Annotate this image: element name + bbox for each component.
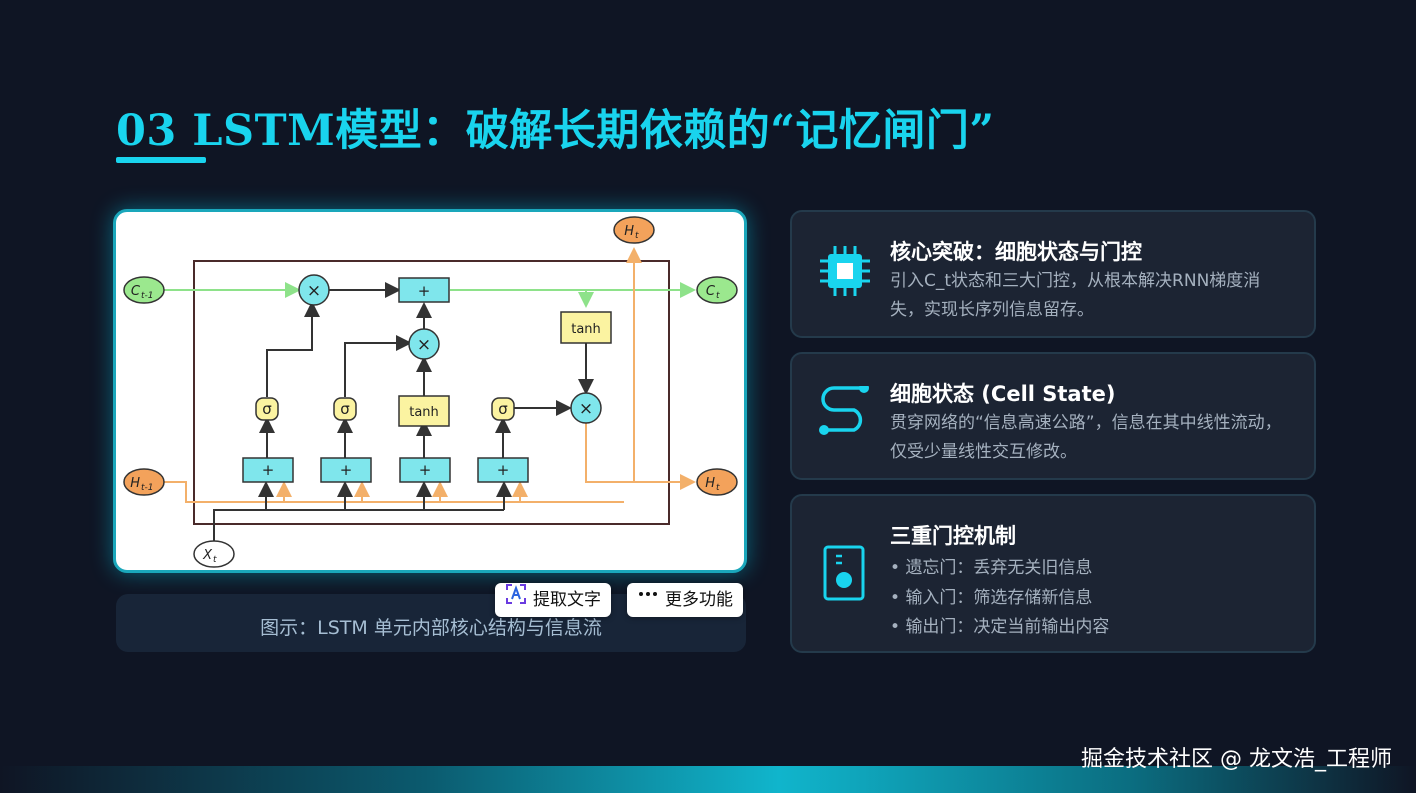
extract-text-label: 提取文字 bbox=[533, 590, 601, 610]
output-multiply-symbol: × bbox=[579, 399, 593, 419]
candidate-tanh-label: tanh bbox=[409, 405, 439, 420]
input-x: X t bbox=[193, 540, 235, 568]
forget-gate-symbol: σ bbox=[262, 400, 272, 418]
forget-multiply-symbol: × bbox=[307, 281, 321, 301]
cell-input-sub: t-1 bbox=[141, 291, 154, 301]
bullet-text: 输入门：筛选存储新信息 bbox=[905, 588, 1093, 608]
output-gate-sigma: σ bbox=[491, 397, 515, 421]
input-sum-symbol: + bbox=[340, 461, 353, 479]
page-title: 03 LSTM模型：破解长期依赖的“记忆闸门” bbox=[116, 106, 995, 156]
cell-output-sub: t bbox=[716, 291, 720, 301]
candidate-tanh: tanh bbox=[398, 395, 450, 427]
cell-plus-symbol: + bbox=[418, 282, 431, 300]
cell-plus-node bbox=[398, 277, 450, 303]
footer-bar bbox=[0, 766, 1416, 793]
cell-state-output: C t bbox=[696, 276, 738, 304]
candidate-sum-symbol: + bbox=[419, 461, 432, 479]
output-sum-symbol: + bbox=[497, 461, 510, 479]
forget-gate-sigma: σ bbox=[255, 397, 279, 421]
text-scan-icon bbox=[505, 583, 527, 617]
output-multiply-node bbox=[570, 392, 602, 424]
card-title: 核心突破：细胞状态与门控 bbox=[890, 240, 1142, 264]
forget-sum-symbol: + bbox=[262, 461, 275, 479]
hidden-state-output: H t bbox=[696, 468, 738, 496]
watermark: 掘金技术社区 @ 龙文浩_工程师 bbox=[1081, 747, 1392, 772]
caption-text: 图示：LSTM 单元内部核心结构与信息流 bbox=[260, 617, 602, 639]
card-body: 引入C_t状态和三大门控，从根本解决RNN梯度消失，实现长序列信息留存。 bbox=[890, 271, 1261, 320]
hidden-state-top-output: H t bbox=[613, 216, 655, 244]
card-body: 贯穿网络的“信息高速公路”，信息在其中线性流动，仅受少量线性交互修改。 bbox=[890, 413, 1282, 462]
lstm-diagram-panel: × × × + tanh σ σ tanh σ + + bbox=[113, 209, 747, 573]
tanh-cell-label: tanh bbox=[571, 322, 601, 337]
hidden-output-sub: t bbox=[716, 483, 720, 493]
more-functions-button[interactable]: 更多功能 bbox=[627, 583, 743, 617]
candidate-sum-node bbox=[399, 457, 451, 483]
cell-state-input: C t-1 bbox=[123, 276, 165, 304]
chip-icon bbox=[816, 242, 874, 304]
bullet-text: 遗忘门：丢弃无关旧信息 bbox=[905, 558, 1093, 578]
hidden-top-sub: t bbox=[635, 231, 639, 241]
tanh-cell-node bbox=[560, 311, 612, 344]
caption-box: 图示：LSTM 单元内部核心结构与信息流 bbox=[116, 594, 746, 652]
input-gate-symbol: σ bbox=[340, 400, 350, 418]
bullet-text: 输出门：决定当前输出内容 bbox=[905, 617, 1110, 637]
input-sum-node bbox=[320, 457, 372, 483]
hidden-input-sub: t-1 bbox=[141, 483, 154, 493]
card-title: 细胞状态 (Cell State) bbox=[890, 382, 1116, 406]
more-dots-icon bbox=[637, 583, 659, 617]
output-gate-symbol: σ bbox=[498, 400, 508, 418]
more-functions-label: 更多功能 bbox=[665, 590, 733, 610]
forget-multiply-node bbox=[298, 274, 330, 306]
input-gate-sigma: σ bbox=[333, 397, 357, 421]
x-sub: t bbox=[213, 555, 217, 565]
input-multiply-symbol: × bbox=[417, 335, 431, 355]
cell-input-label: C bbox=[131, 284, 141, 299]
list-item: • 遗忘门：丢弃无关旧信息 bbox=[890, 558, 1093, 578]
list-item: • 输入门：筛选存储新信息 bbox=[890, 588, 1093, 608]
forget-sum-node bbox=[242, 457, 294, 483]
card-cell-state: 细胞状态 (Cell State) 贯穿网络的“信息高速公路”，信息在其中线性流… bbox=[790, 352, 1316, 480]
cell-output-label: C bbox=[706, 284, 716, 299]
x-label: X bbox=[202, 548, 213, 563]
card-core-breakthrough: 核心突破：细胞状态与门控 引入C_t状态和三大门控，从根本解决RNN梯度消失，实… bbox=[790, 210, 1316, 338]
card-gates: 三重门控机制 • 遗忘门：丢弃无关旧信息 • 输入门：筛选存储新信息 • 输出门… bbox=[790, 494, 1316, 653]
card-title: 三重门控机制 bbox=[890, 524, 1016, 548]
hidden-state-input: H t-1 bbox=[123, 468, 165, 496]
hidden-top-label: H bbox=[624, 224, 634, 239]
hidden-output-label: H bbox=[705, 476, 715, 491]
list-item: • 输出门：决定当前输出内容 bbox=[890, 617, 1110, 637]
title-underline bbox=[116, 157, 206, 163]
lstm-diagram: × × × + tanh σ σ tanh σ + + bbox=[123, 216, 738, 568]
flow-icon bbox=[816, 383, 874, 440]
input-multiply-node bbox=[408, 328, 440, 360]
cell-boundary bbox=[193, 260, 670, 525]
output-sum-node bbox=[477, 457, 529, 483]
device-icon bbox=[822, 544, 866, 606]
extract-text-button[interactable]: 提取文字 bbox=[495, 583, 611, 617]
hidden-input-label: H bbox=[130, 476, 140, 491]
